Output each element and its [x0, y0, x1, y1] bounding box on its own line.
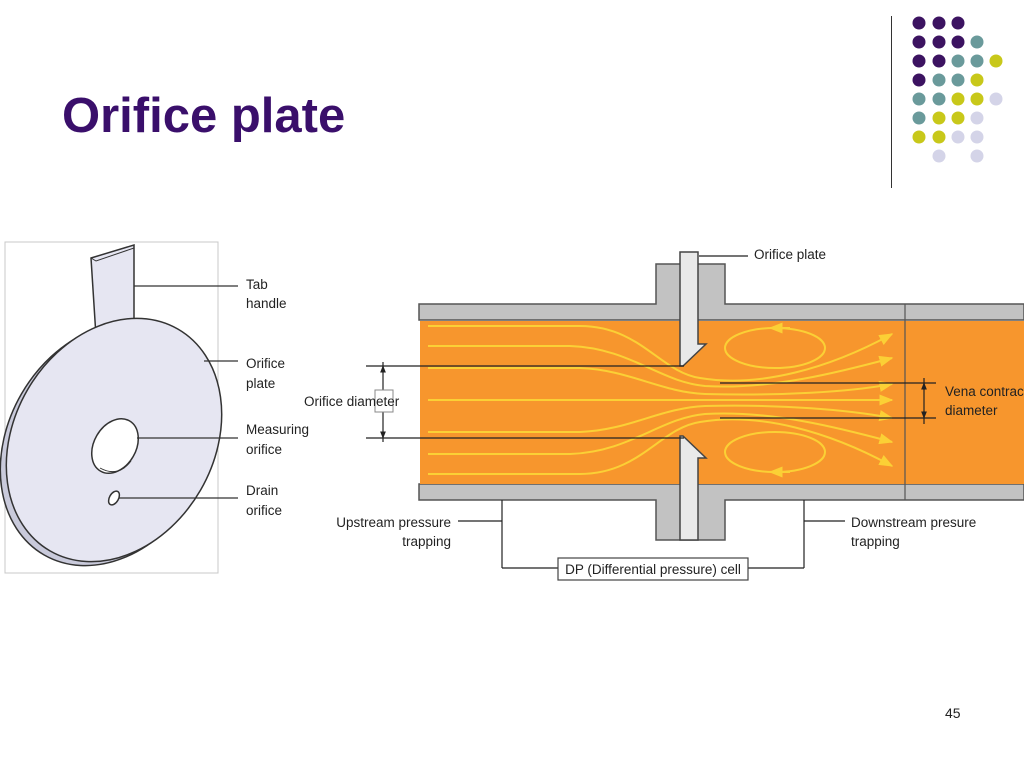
pressure-tapping-lines	[458, 500, 845, 569]
label-downstream-trapping: trapping	[851, 534, 900, 549]
dot-row-6	[912, 111, 984, 125]
orifice-plate-bottom-blade	[679, 435, 708, 541]
label-plate: plate	[246, 376, 275, 391]
label-drain-orifice: orifice	[246, 503, 282, 518]
dot-row-5	[912, 92, 1003, 106]
measuring-orifice-hole	[90, 418, 140, 474]
decorative-dot-grid	[912, 16, 1003, 163]
label-upstream: Upstream pressure	[336, 515, 451, 530]
dot-row-8	[932, 149, 984, 163]
divider-line	[891, 16, 892, 188]
dot-row-1	[912, 16, 965, 30]
pipe-top-wall	[418, 263, 1024, 321]
label-handle: handle	[246, 296, 287, 311]
dp-cell-box	[557, 557, 749, 581]
drain-orifice-hole	[107, 490, 121, 506]
label-orifice-diameter: Orifice diameter	[304, 394, 400, 409]
label-tab: Tab	[246, 277, 268, 292]
slide-title: Orifice plate	[62, 89, 346, 143]
label-downstream: Downstream presure	[851, 515, 976, 530]
label-measuring-orifice: orifice	[246, 442, 282, 457]
pipe-cross-section	[418, 251, 1024, 541]
label-measuring: Measuring	[246, 422, 309, 437]
orifice-plate-drawing	[0, 243, 223, 567]
dot-row-4	[912, 73, 984, 87]
vena-contracta-dimension	[720, 378, 936, 424]
flow-lines	[428, 322, 894, 478]
label-right-orifice-plate: Orifice plate	[754, 247, 826, 262]
pipe-bottom-wall	[418, 483, 1024, 541]
label-upstream-trapping: trapping	[402, 534, 451, 549]
label-dp-cell: DP (Differential pressure) cell	[565, 562, 741, 577]
pipe-fluid	[420, 321, 1024, 484]
page-number: 45	[945, 705, 961, 721]
orifice-diameter-dimension	[366, 362, 684, 442]
label-orifice: Orifice	[246, 356, 285, 371]
label-drain: Drain	[246, 483, 278, 498]
dot-row-3	[912, 54, 1003, 68]
dot-row-2	[912, 35, 984, 49]
label-vena-contracta-diameter: diameter	[945, 403, 998, 418]
dot-row-7	[912, 130, 984, 144]
label-vena-contracta: Vena contracta	[945, 384, 1024, 399]
